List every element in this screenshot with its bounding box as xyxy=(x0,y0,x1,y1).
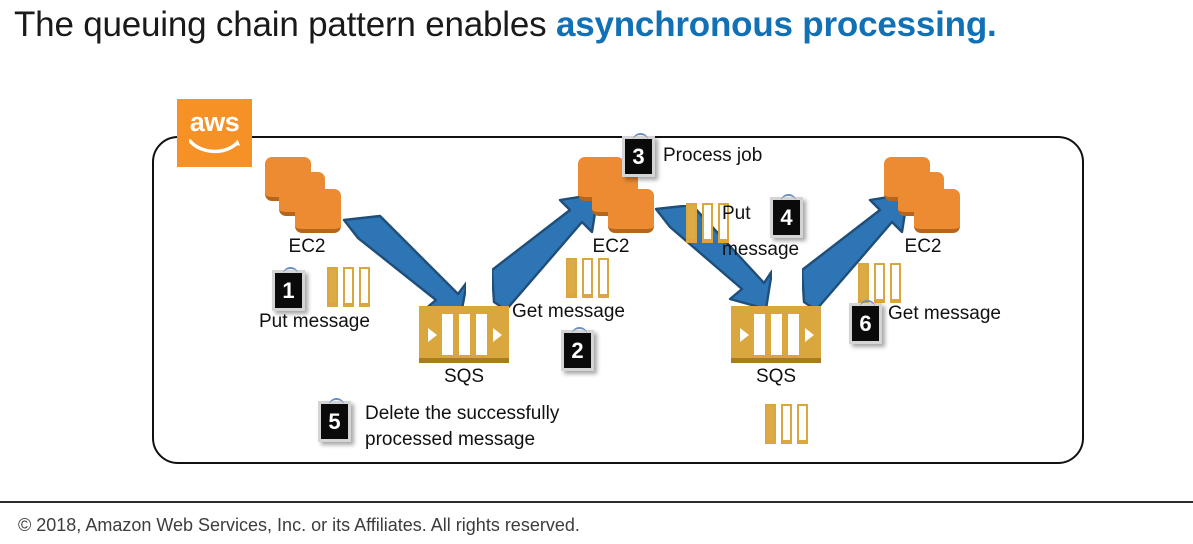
message-bar xyxy=(781,404,792,444)
footer-divider xyxy=(0,501,1193,503)
message-icon-step-2 xyxy=(566,258,610,300)
sqs-queue-bar xyxy=(442,314,453,355)
badge-number: 1 xyxy=(272,267,305,311)
message-bar xyxy=(890,263,901,303)
ec2-instance-square xyxy=(608,189,654,233)
badge-number: 5 xyxy=(318,398,351,442)
aws-logo: aws xyxy=(177,99,252,167)
sqs-left-icon xyxy=(419,306,509,368)
step-1-badge: 1 xyxy=(272,267,305,311)
aws-logo-wordmark: aws xyxy=(189,107,240,137)
message-bar xyxy=(858,263,869,303)
message-bar xyxy=(359,267,370,307)
message-bar xyxy=(797,404,808,444)
step-4-label-line1: Put xyxy=(722,203,751,224)
sqs-in-arrow-icon xyxy=(428,328,437,342)
message-bar xyxy=(874,263,885,303)
message-bar xyxy=(582,258,593,298)
sqs-queue-bar xyxy=(459,314,470,355)
sqs-in-arrow-icon xyxy=(740,328,749,342)
sqs-queue-body xyxy=(731,306,821,363)
ec2-right-label: EC2 xyxy=(904,236,942,257)
step-2-label: Get message xyxy=(512,301,625,322)
message-icon-step-1 xyxy=(327,267,371,309)
message-icon-queued xyxy=(765,404,809,446)
message-bar xyxy=(718,203,729,243)
step-6-badge: 6 xyxy=(849,300,882,344)
ec2-left-label: EC2 xyxy=(288,236,326,257)
step-1-label: Put message xyxy=(259,311,370,332)
copyright-text: © 2018, Amazon Web Services, Inc. or its… xyxy=(18,515,580,535)
step-4-label-line2: message xyxy=(722,239,800,260)
title-lead-text: The queuing chain pattern enables xyxy=(14,5,556,44)
sqs-queue-bar xyxy=(476,314,487,355)
sqs-left-label: SQS xyxy=(443,366,485,387)
sqs-right-icon xyxy=(731,306,821,368)
aws-smile-arrow-icon xyxy=(189,139,240,154)
page-title: The queuing chain pattern enables asynch… xyxy=(14,2,1184,48)
ec2-instance-square xyxy=(914,189,960,233)
step-2-badge: 2 xyxy=(561,327,594,371)
sqs-queue-bar xyxy=(788,314,799,355)
badge-number: 4 xyxy=(770,194,803,238)
sqs-queue-bar xyxy=(754,314,765,355)
message-bar xyxy=(686,203,697,243)
step-5-badge: 5 xyxy=(318,398,351,442)
message-bar xyxy=(327,267,338,307)
badge-number: 2 xyxy=(561,327,594,371)
message-icon-step-4 xyxy=(686,203,730,245)
message-bar xyxy=(598,258,609,298)
sqs-right-label: SQS xyxy=(755,366,797,387)
ec2-right-icon xyxy=(884,157,968,237)
sqs-queue-body xyxy=(419,306,509,363)
message-bar xyxy=(566,258,577,298)
step-3-badge: 3 xyxy=(622,133,655,177)
title-accent-text: asynchronous processing. xyxy=(555,5,997,44)
step-5-label-line2: processed message xyxy=(365,429,536,450)
sqs-queue-bar xyxy=(771,314,782,355)
message-icon-step-6 xyxy=(858,263,902,305)
message-bar xyxy=(765,404,776,444)
sqs-out-arrow-icon xyxy=(493,328,502,342)
badge-number: 6 xyxy=(849,300,882,344)
sqs-out-arrow-icon xyxy=(805,328,814,342)
ec2-instance-square xyxy=(295,189,341,233)
step-4-badge: 4 xyxy=(770,194,803,238)
step-6-label: Get message xyxy=(888,303,1001,324)
message-bar xyxy=(343,267,354,307)
ec2-left-icon xyxy=(265,157,349,237)
step-3-label: Process job xyxy=(663,145,763,166)
step-5-label-line1: Delete the successfully xyxy=(365,403,560,424)
message-bar xyxy=(702,203,713,243)
ec2-middle-label: EC2 xyxy=(592,236,630,257)
ec2-middle-icon xyxy=(578,157,662,237)
badge-number: 3 xyxy=(622,133,655,177)
